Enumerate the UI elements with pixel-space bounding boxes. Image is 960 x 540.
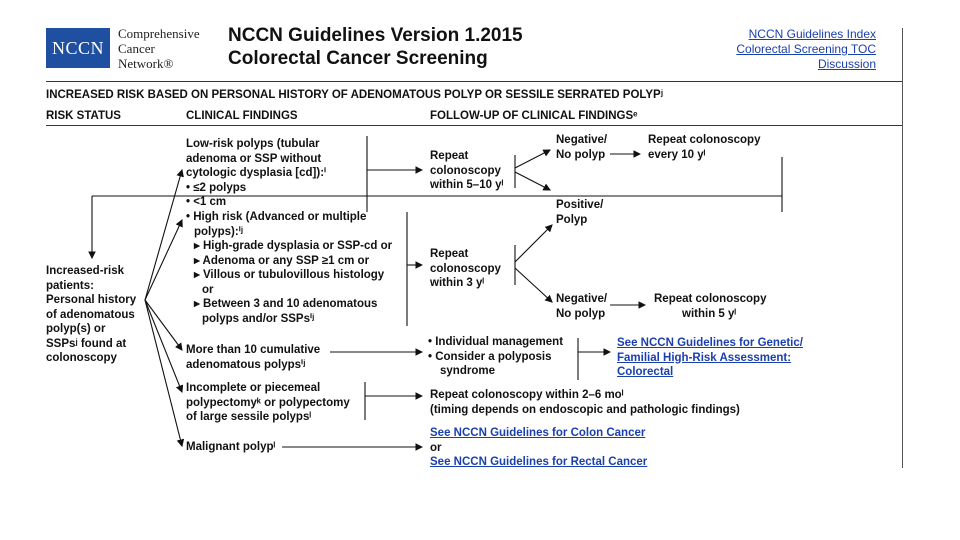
fan-arrow-low-risk bbox=[144, 168, 184, 301]
logo-wordmark: Comprehensive Cancer Network® bbox=[118, 26, 200, 71]
low-risk-line-2: adenoma or SSP without bbox=[186, 152, 322, 165]
high-risk-line-8: polyps and/or SSPsⁱʲ bbox=[202, 312, 315, 325]
risk-status-line-5: polyp(s) or bbox=[46, 323, 106, 335]
header-divider bbox=[46, 81, 902, 82]
arrow-to-negative-top bbox=[514, 149, 551, 169]
more-than-10-finding: More than 10 cumulative adenomatous poly… bbox=[186, 343, 320, 372]
incomplete-polypectomy-finding: Incomplete or piecemeal polypectomyᵏ or … bbox=[186, 381, 350, 425]
arrow-to-positive-from-3 bbox=[514, 224, 553, 263]
low-risk-line-1: Low-risk polyps (tubular bbox=[186, 138, 320, 150]
page-title: Colorectal Cancer Screening bbox=[228, 48, 488, 69]
high-risk-finding: • High risk (Advanced or multiple polyps… bbox=[186, 210, 392, 326]
positive-line-1: Positive/ bbox=[556, 199, 604, 211]
discussion-link[interactable]: Discussion bbox=[817, 57, 876, 71]
genetic-link-line-2[interactable]: Familial High-Risk Assessment: bbox=[617, 351, 792, 364]
risk-status-line-1: Increased-risk bbox=[46, 265, 124, 277]
malignant-polyp-finding: Malignant polypˡ bbox=[186, 441, 276, 453]
risk-status-line-4: of adenomatous bbox=[46, 308, 135, 321]
more-than-10-line-2: adenomatous polypsⁱʲ bbox=[186, 358, 306, 371]
repeat-5-followup: Repeat colonoscopy within 5 yˡ bbox=[654, 292, 766, 321]
low-risk-line-4: • ≤2 polyps bbox=[186, 181, 247, 194]
repeat-5-10-line-3: within 5–10 yˡ bbox=[430, 179, 504, 191]
rectal-cancer-link[interactable]: See NCCN Guidelines for Rectal Cancer bbox=[430, 456, 648, 468]
column-header-risk-status: RISK STATUS bbox=[46, 110, 121, 122]
incomplete-line-3: of large sessile polypsˡ bbox=[186, 411, 311, 423]
fan-arrow-high-risk bbox=[144, 219, 183, 301]
repeat-10-line-1: Repeat colonoscopy bbox=[648, 134, 761, 146]
genetic-assessment-link[interactable]: See NCCN Guidelines for Genetic/ Familia… bbox=[617, 336, 803, 380]
repeat-2-6-line-1: Repeat colonoscopy within 2–6 moˡ bbox=[430, 389, 624, 401]
repeat-2-6-followup: Repeat colonoscopy within 2–6 moˡ (timin… bbox=[430, 388, 740, 417]
high-risk-line-2: polyps):ⁱʲ bbox=[194, 225, 244, 238]
negative-bottom-line-1: Negative/ bbox=[556, 293, 608, 305]
risk-status-line-2: patients: bbox=[46, 279, 94, 292]
high-risk-line-6: or bbox=[202, 283, 214, 296]
individual-line-2: • Consider a polyposis bbox=[428, 350, 552, 363]
more-than-10-line-1: More than 10 cumulative bbox=[186, 344, 321, 356]
guidelines-version-title: NCCN Guidelines Version 1.2015 bbox=[228, 25, 523, 46]
high-risk-line-1: • High risk (Advanced or multiple bbox=[186, 211, 367, 223]
repeat-2-6-line-2: (timing depends on endoscopic and pathol… bbox=[430, 403, 740, 416]
colon-cancer-link[interactable]: See NCCN Guidelines for Colon Cancer bbox=[430, 427, 646, 439]
individual-management-followup: • Individual management • Consider a pol… bbox=[428, 335, 563, 379]
low-risk-line-3: cytologic dysplasia [cd]):ⁱ bbox=[186, 167, 327, 179]
positive-line-2: Polyp bbox=[556, 213, 588, 226]
negative-top-result: Negative/ No polyp bbox=[556, 133, 607, 162]
logo-abbr: NCCN bbox=[51, 37, 104, 58]
logo-line-2: Cancer bbox=[118, 41, 155, 56]
column-header-clinical-findings: CLINICAL FINDINGS bbox=[186, 110, 298, 122]
high-risk-line-5: ▸ Villous or tubulovillous histology bbox=[194, 269, 385, 281]
arrow-to-positive bbox=[514, 171, 551, 191]
repeat-5-10-line-1: Repeat bbox=[430, 150, 469, 162]
high-risk-line-4: ▸ Adenoma or any SSP ≥1 cm or bbox=[194, 254, 370, 267]
fan-arrow-incomplete bbox=[144, 299, 184, 394]
incomplete-line-2: polypectomyᵏ or polypectomy bbox=[186, 396, 350, 409]
low-risk-line-5: • <1 cm bbox=[186, 196, 227, 208]
column-header-followup: FOLLOW-UP OF CLINICAL FINDINGSᵉ bbox=[430, 110, 638, 122]
column-header-divider bbox=[46, 125, 902, 126]
right-border bbox=[902, 28, 903, 468]
risk-status-line-3: Personal history bbox=[46, 294, 137, 306]
fan-arrow-more-than-10 bbox=[144, 299, 183, 351]
cancer-guidelines-links: See NCCN Guidelines for Colon Cancer or … bbox=[430, 426, 647, 470]
repeat-10-followup: Repeat colonoscopy every 10 yˡ bbox=[648, 133, 760, 162]
genetic-link-line-3[interactable]: Colorectal bbox=[617, 366, 674, 378]
low-risk-finding: Low-risk polyps (tubular adenoma or SSP … bbox=[186, 137, 326, 210]
negative-bottom-result: Negative/ No polyp bbox=[556, 292, 607, 321]
negative-bottom-line-2: No polyp bbox=[556, 307, 606, 320]
logo-line-1: Comprehensive bbox=[118, 26, 200, 41]
high-risk-line-3: ▸ High-grade dysplasia or SSP-cd or bbox=[194, 240, 393, 252]
or-text: or bbox=[430, 441, 442, 454]
nccn-logo: NCCN bbox=[46, 28, 110, 68]
guidelines-index-link[interactable]: NCCN Guidelines Index bbox=[748, 27, 876, 41]
risk-status-line-7: colonoscopy bbox=[46, 352, 117, 364]
repeat-3-line-3: within 3 yˡ bbox=[430, 277, 485, 289]
section-title: INCREASED RISK BASED ON PERSONAL HISTORY… bbox=[46, 89, 663, 101]
repeat-10-line-2: every 10 yˡ bbox=[648, 148, 706, 161]
repeat-3-line-2: colonoscopy bbox=[430, 262, 501, 275]
fan-arrow-malignant bbox=[144, 299, 185, 448]
individual-line-1: • Individual management bbox=[428, 336, 564, 348]
high-risk-line-7: ▸ Between 3 and 10 adenomatous bbox=[194, 298, 378, 310]
risk-status-line-6: SSPsʲ found at bbox=[46, 337, 127, 350]
repeat-5-10-line-2: colonoscopy bbox=[430, 164, 501, 177]
individual-line-3: syndrome bbox=[440, 365, 495, 377]
logo-line-3: Network® bbox=[118, 56, 174, 71]
risk-status-box: Increased-risk patients: Personal histor… bbox=[46, 264, 136, 366]
positive-result: Positive/ Polyp bbox=[556, 198, 603, 227]
repeat-3-followup: Repeat colonoscopy within 3 yˡ bbox=[430, 247, 501, 291]
repeat-5-line-2: within 5 yˡ bbox=[682, 307, 737, 320]
repeat-5-line-1: Repeat colonoscopy bbox=[654, 293, 767, 305]
negative-top-line-2: No polyp bbox=[556, 148, 606, 161]
negative-top-line-1: Negative/ bbox=[556, 134, 608, 146]
genetic-link-line-1[interactable]: See NCCN Guidelines for Genetic/ bbox=[617, 337, 803, 349]
incomplete-line-1: Incomplete or piecemeal bbox=[186, 382, 321, 394]
repeat-3-line-1: Repeat bbox=[430, 248, 469, 260]
arrow-to-negative-bottom bbox=[514, 267, 553, 303]
repeat-5-10-followup: Repeat colonoscopy within 5–10 yˡ bbox=[430, 149, 503, 193]
screening-toc-link[interactable]: Colorectal Screening TOC bbox=[736, 42, 876, 56]
